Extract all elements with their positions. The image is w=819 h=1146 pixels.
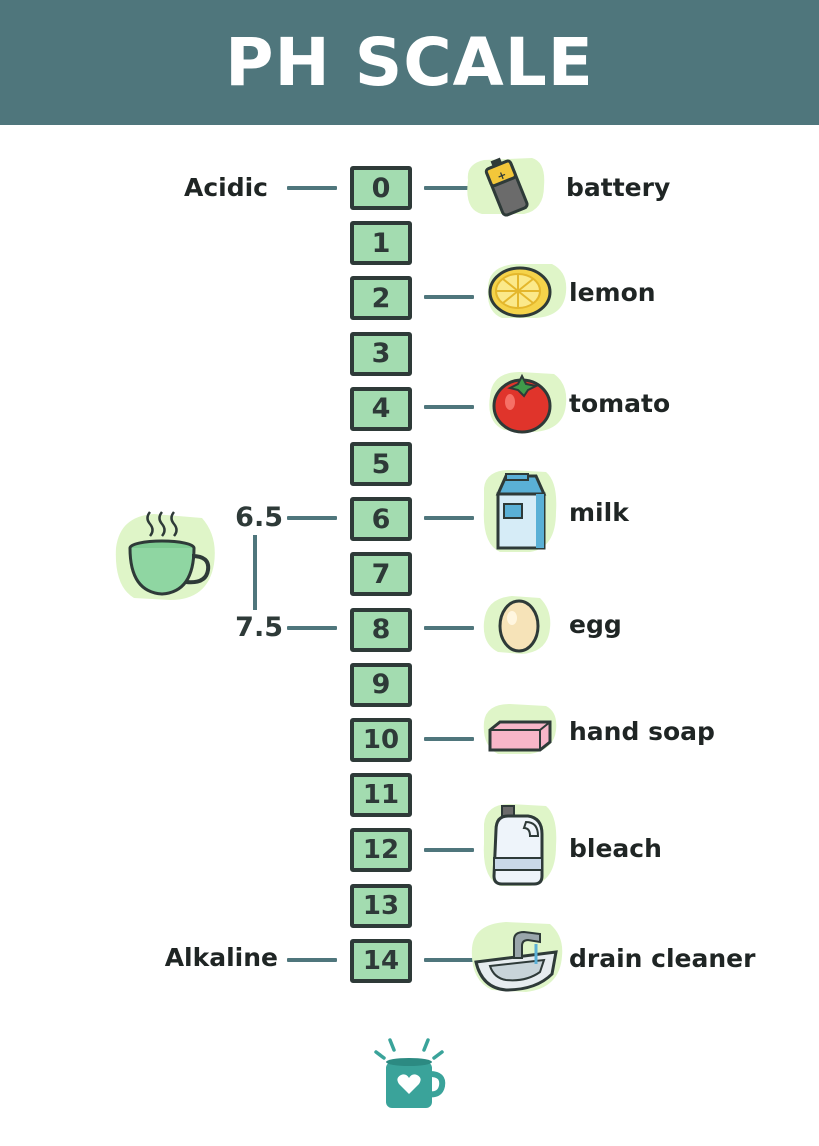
connector-tomato	[424, 405, 474, 409]
ph-box-2: 2	[350, 276, 412, 321]
tomato-icon	[489, 372, 567, 434]
lemon-icon	[487, 264, 567, 318]
neutral-range-line	[253, 535, 257, 610]
neutral-high-label: 7.5	[235, 612, 283, 643]
item-label-lemon: lemon	[569, 278, 656, 307]
connector-milk	[424, 516, 474, 520]
header-banner: PH SCALE	[0, 0, 819, 125]
milk-carton-icon	[483, 470, 557, 552]
tea-cup-icon	[115, 511, 215, 600]
item-label-battery: battery	[566, 173, 671, 202]
ph-box-8: 8	[350, 607, 412, 652]
connector-alkaline	[287, 958, 337, 962]
ph-box-4: 4	[350, 386, 412, 431]
item-label-drain: drain cleaner	[569, 944, 756, 973]
item-label-egg: egg	[569, 610, 622, 639]
item-label-soap: hand soap	[569, 717, 715, 746]
svg-text:+: +	[495, 168, 508, 184]
item-label-tomato: tomato	[569, 389, 671, 418]
sink-icon	[471, 922, 563, 992]
neutral-low-label: 6.5	[235, 502, 283, 533]
connector-battery	[424, 186, 474, 190]
connector-soap	[424, 737, 474, 741]
soap-bar-icon	[483, 704, 557, 754]
connector-6-5	[287, 516, 337, 520]
item-label-bleach: bleach	[569, 834, 662, 863]
ph-box-5: 5	[350, 442, 412, 486]
page-title: PH SCALE	[225, 24, 594, 101]
connector-egg	[424, 626, 474, 630]
connector-acidic	[287, 186, 337, 190]
item-label-milk: milk	[569, 498, 629, 527]
acidic-label: Acidic	[183, 173, 268, 202]
ph-box-1: 1	[350, 221, 412, 266]
bleach-bottle-icon	[483, 804, 557, 886]
ph-box-6: 6	[350, 497, 412, 542]
ph-box-12: 12	[350, 828, 412, 873]
connector-drain	[424, 958, 474, 962]
battery-icon: +	[467, 157, 545, 217]
connector-7-5	[287, 626, 337, 630]
ph-box-13: 13	[350, 883, 412, 928]
mug-heart-logo-icon	[374, 1038, 446, 1108]
connector-bleach	[424, 848, 474, 852]
connector-lemon	[424, 295, 474, 299]
ph-box-14: 14	[350, 938, 412, 983]
ph-box-10: 10	[350, 718, 412, 762]
alkaline-label: Alkaline	[164, 943, 278, 972]
ph-box-11: 11	[350, 773, 412, 818]
ph-box-9: 9	[350, 662, 412, 707]
ph-box-0: 0	[350, 166, 412, 210]
egg-icon	[483, 596, 551, 654]
ph-box-7: 7	[350, 552, 412, 597]
ph-box-3: 3	[350, 331, 412, 376]
